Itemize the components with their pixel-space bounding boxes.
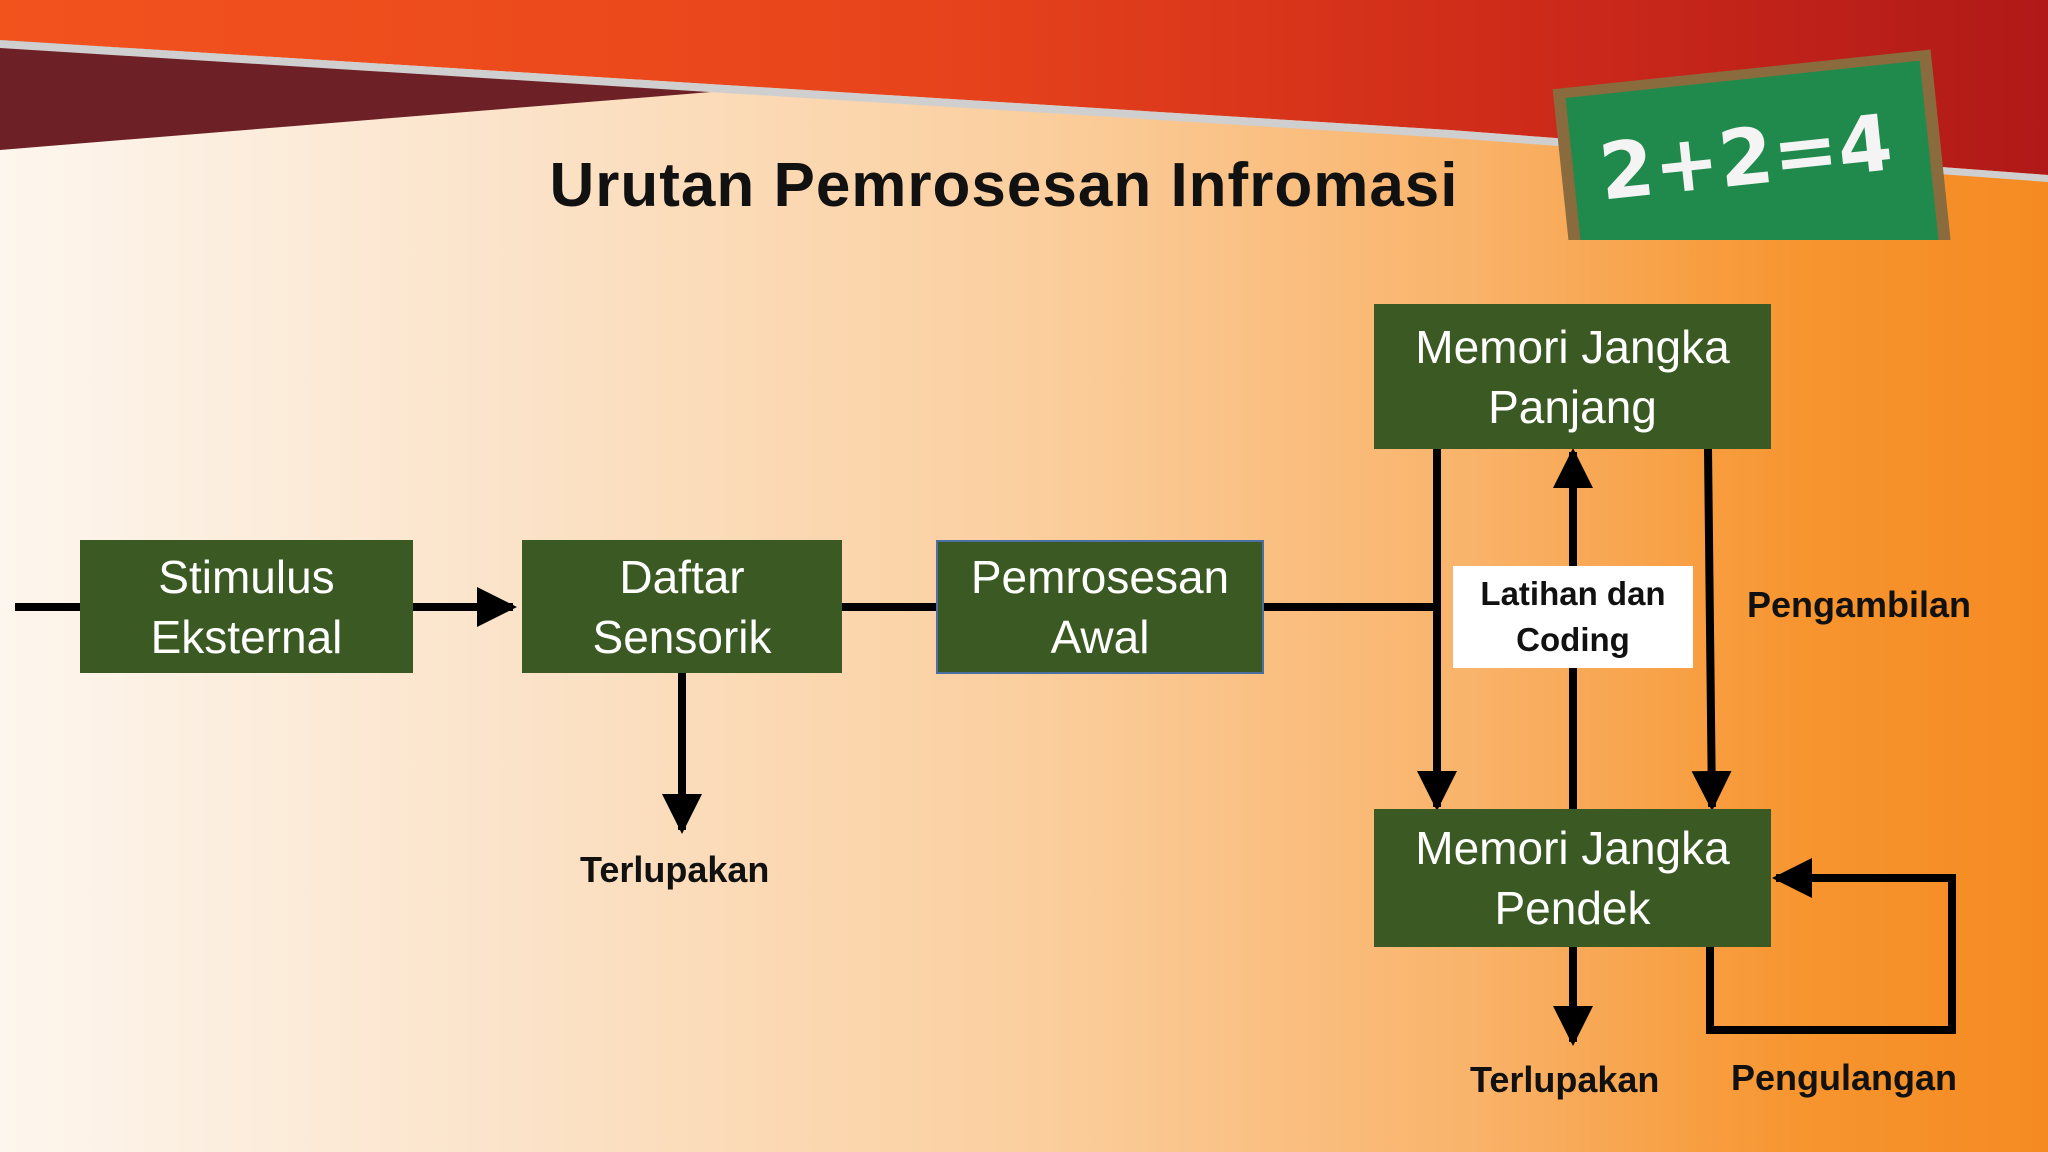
label-pengulangan: Pengulangan — [1731, 1057, 1958, 1098]
banner-dark-wedge — [0, 40, 760, 150]
label-pengambilan: Pengambilan — [1747, 584, 1972, 625]
label-terlupakan-sensory: Terlupakan — [580, 849, 770, 890]
chalkboard-icon: 2+2=4 — [1552, 49, 1952, 240]
banner-red-band — [0, 0, 2048, 175]
rehearsal-label-box: Latihan dan Coding — [1453, 566, 1693, 668]
rehearsal-label-line1: Latihan dan — [1480, 575, 1666, 612]
page-title: Urutan Pemrosesan Infromasi — [549, 151, 1459, 220]
node-daftar-sensorik: Daftar Sensorik — [522, 540, 842, 673]
node-memori-jangka-panjang: Memori Jangka Panjang — [1374, 304, 1771, 449]
loop-repetition — [1706, 858, 1956, 1034]
rehearsal-label-line2: Coding — [1516, 621, 1630, 658]
node-stimulus-eksternal: Stimulus Eksternal — [80, 540, 413, 673]
node-pemrosesan-awal: Pemrosesan Awal — [936, 540, 1264, 674]
node-memori-jangka-pendek: Memori Jangka Pendek — [1374, 809, 1771, 947]
banner-silver-stripe — [0, 40, 2048, 182]
arrow-retrieval-down — [1691, 448, 1732, 811]
header-banner: 2+2=4 — [0, 0, 2048, 240]
label-terlupakan-shortterm: Terlupakan — [1470, 1059, 1660, 1100]
